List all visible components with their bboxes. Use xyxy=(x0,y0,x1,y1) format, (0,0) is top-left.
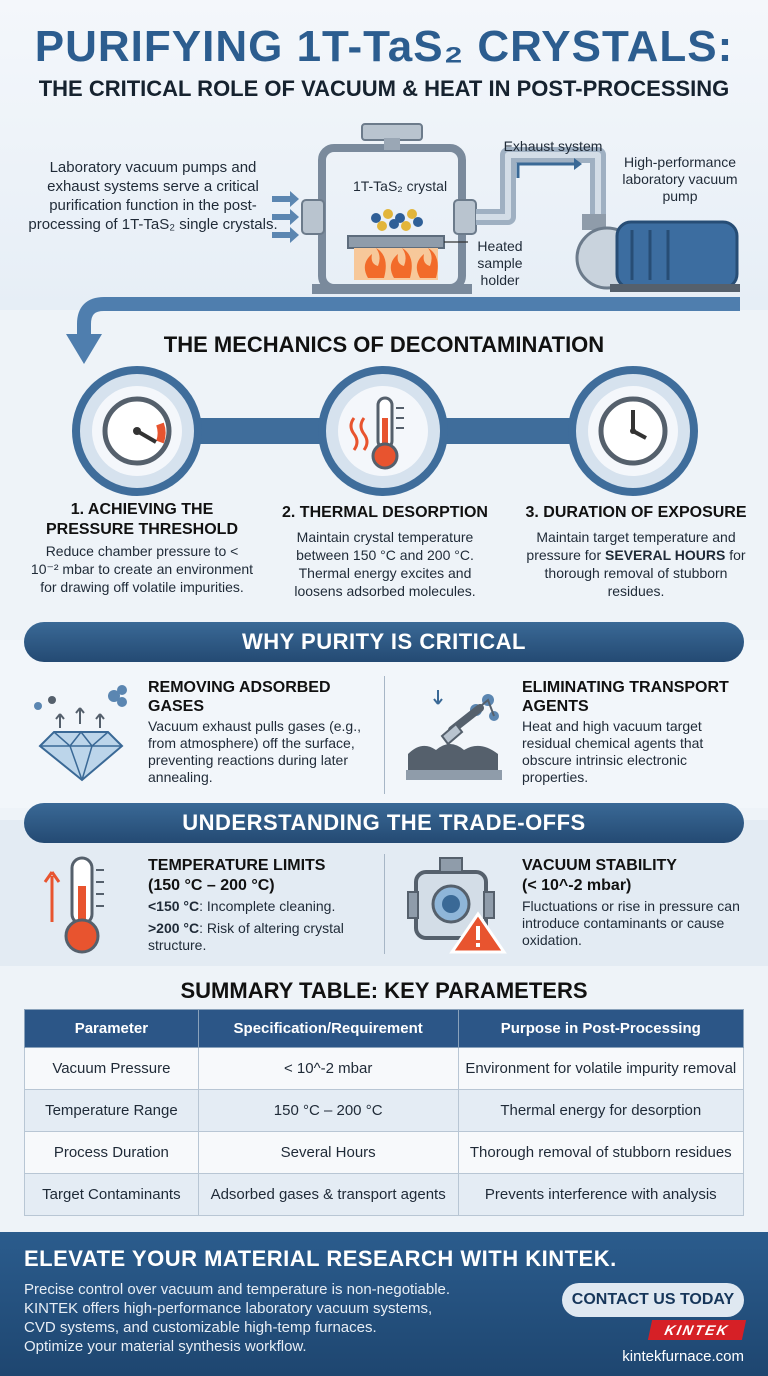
table-row: Target Contaminants Adsorbed gases & tra… xyxy=(24,1173,745,1216)
below-range-text: : Incomplete cleaning. xyxy=(199,898,336,914)
purity-card-1-text: Vacuum exhaust pulls gases (e.g., from a… xyxy=(148,718,361,785)
page-title: PURIFYING 1T-TaS₂ CRYSTALS: xyxy=(34,22,734,71)
step-3-circle xyxy=(568,366,698,496)
clock-icon xyxy=(598,396,668,466)
step-2-heading: 2. THERMAL DESORPTION xyxy=(282,504,488,521)
table-cell: Several Hours xyxy=(197,1131,459,1174)
tradeoff-card-1-subtitle: (150 °C – 200 °C) xyxy=(148,877,275,894)
mechanics-title: THE MECHANICS OF DECONTAMINATION xyxy=(163,332,605,357)
pressure-gauge-icon xyxy=(102,396,172,466)
purity-divider xyxy=(384,676,385,794)
purity-card-2-text: Heat and high vacuum target residual che… xyxy=(522,718,704,785)
parameters-table: Parameter Specification/Requirement Purp… xyxy=(24,1009,745,1216)
table-cell: Thermal energy for desorption xyxy=(457,1089,745,1132)
pump-label: High-performance laboratory vacuum pump xyxy=(622,154,738,204)
purity-banner: WHY PURITY IS CRITICAL xyxy=(24,622,744,662)
holder-label: Heated sample holder xyxy=(477,238,523,288)
tradeoff-card-2-text: Fluctuations or rise in pressure can int… xyxy=(522,898,740,948)
tradeoff-card-1-title: TEMPERATURE LIMITS xyxy=(148,857,326,874)
vacuum-warning-icon xyxy=(407,857,507,954)
intro-text: Laboratory vacuum pumps and exhaust syst… xyxy=(28,159,278,233)
purity-card-2-title: ELIMINATING TRANSPORT AGENTS xyxy=(522,679,729,715)
step-1-circle xyxy=(72,366,202,496)
vacuum-pump-icon xyxy=(575,214,740,292)
tradeoff-card-2-subtitle: (< 10^-2 mbar) xyxy=(522,877,632,894)
tradeoffs-divider xyxy=(384,854,385,954)
flow-arrow-icon xyxy=(66,297,740,364)
footer-text: Precise control over vacuum and temperat… xyxy=(24,1280,544,1356)
table-row: Process Duration Several Hours Thorough … xyxy=(24,1131,745,1174)
kintek-logo: KINTEK xyxy=(647,1320,747,1340)
column-header: Purpose in Post-Processing xyxy=(457,1009,745,1048)
step-2-text: Maintain crystal temperature between 150… xyxy=(294,529,476,599)
website-link[interactable]: kintekfurnace.com xyxy=(622,1348,744,1365)
vacuum-chamber-diagram xyxy=(272,123,740,294)
table-header-row: Parameter Specification/Requirement Purp… xyxy=(24,1009,745,1048)
table-cell: Prevents interference with analysis xyxy=(457,1173,745,1216)
residue-scraper-icon xyxy=(406,690,502,780)
table-cell: Temperature Range xyxy=(24,1089,199,1132)
step-3-text: Maintain target temperature and pressure… xyxy=(518,528,754,600)
table-cell: Environment for volatile impurity remova… xyxy=(457,1047,745,1090)
column-header: Parameter xyxy=(24,1009,199,1048)
step-1-heading: 1. ACHIEVING THE PRESSURE THRESHOLD xyxy=(45,501,239,538)
footer-line: Optimize your material synthesis workflo… xyxy=(24,1338,307,1355)
thermometer-up-icon xyxy=(43,856,104,954)
table-cell: < 10^-2 mbar xyxy=(197,1047,459,1090)
contact-us-button[interactable]: CONTACT US TODAY xyxy=(562,1283,744,1317)
step-2-circle xyxy=(318,366,448,496)
exhaust-label: Exhaust system xyxy=(503,138,603,154)
tradeoff-card-2-title: VACUUM STABILITY xyxy=(522,857,677,874)
crystal-label: 1T-TaS₂ crystal xyxy=(352,178,448,194)
tradeoff-card-1-line-2: >200 °C: Risk of altering crystal struct… xyxy=(148,920,374,954)
table-cell: Adsorbed gases & transport agents xyxy=(197,1173,459,1216)
thermometer-icon xyxy=(349,396,404,470)
tradeoff-card-1-line-1: <150 °C: Incomplete cleaning. xyxy=(148,898,374,915)
above-range-label: >200 °C xyxy=(148,920,200,936)
table-title: SUMMARY TABLE: KEY PARAMETERS xyxy=(180,978,588,1003)
step-3-text-bold: SEVERAL HOURS xyxy=(605,547,726,563)
flame-icon xyxy=(364,248,438,278)
table-cell: Process Duration xyxy=(24,1131,199,1174)
table-cell: 150 °C – 200 °C xyxy=(197,1089,459,1132)
table-row: Vacuum Pressure < 10^-2 mbar Environment… xyxy=(24,1047,745,1090)
inlet-arrows-icon xyxy=(272,191,299,243)
table-cell: Thorough removal of stubborn residues xyxy=(457,1131,745,1174)
table-cell: Target Contaminants xyxy=(24,1173,199,1216)
table-cell: Vacuum Pressure xyxy=(24,1047,199,1090)
footer-line: CVD systems, and customizable high-temp … xyxy=(24,1319,377,1336)
above-range-text: : Risk of altering crystal structure. xyxy=(148,920,344,953)
tradeoffs-banner: UNDERSTANDING THE TRADE-OFFS xyxy=(24,803,744,843)
column-header: Specification/Requirement xyxy=(197,1009,459,1048)
step-3-text-start: Maintain target temperature and pressure… xyxy=(526,529,736,563)
step-1-text: Reduce chamber pressure to < 10⁻² mbar t… xyxy=(30,543,254,595)
crystal-gas-icon xyxy=(34,685,127,782)
below-range-label: <150 °C xyxy=(148,898,200,914)
footer-line: Precise control over vacuum and temperat… xyxy=(24,1281,451,1298)
purity-card-1-title: REMOVING ADSORBED GASES xyxy=(148,679,331,715)
page-subtitle: THE CRITICAL ROLE OF VACUUM & HEAT IN PO… xyxy=(38,76,730,101)
footer-title: ELEVATE YOUR MATERIAL RESEARCH WITH KINT… xyxy=(24,1246,617,1271)
table-row: Temperature Range 150 °C – 200 °C Therma… xyxy=(24,1089,745,1132)
step-3-text-end: for thorough removal of stubborn residue… xyxy=(544,547,746,599)
crystal-icon xyxy=(371,209,423,231)
footer-line: KINTEK offers high-performance laborator… xyxy=(24,1300,433,1317)
step-3-heading: 3. DURATION OF EXPOSURE xyxy=(525,504,747,521)
